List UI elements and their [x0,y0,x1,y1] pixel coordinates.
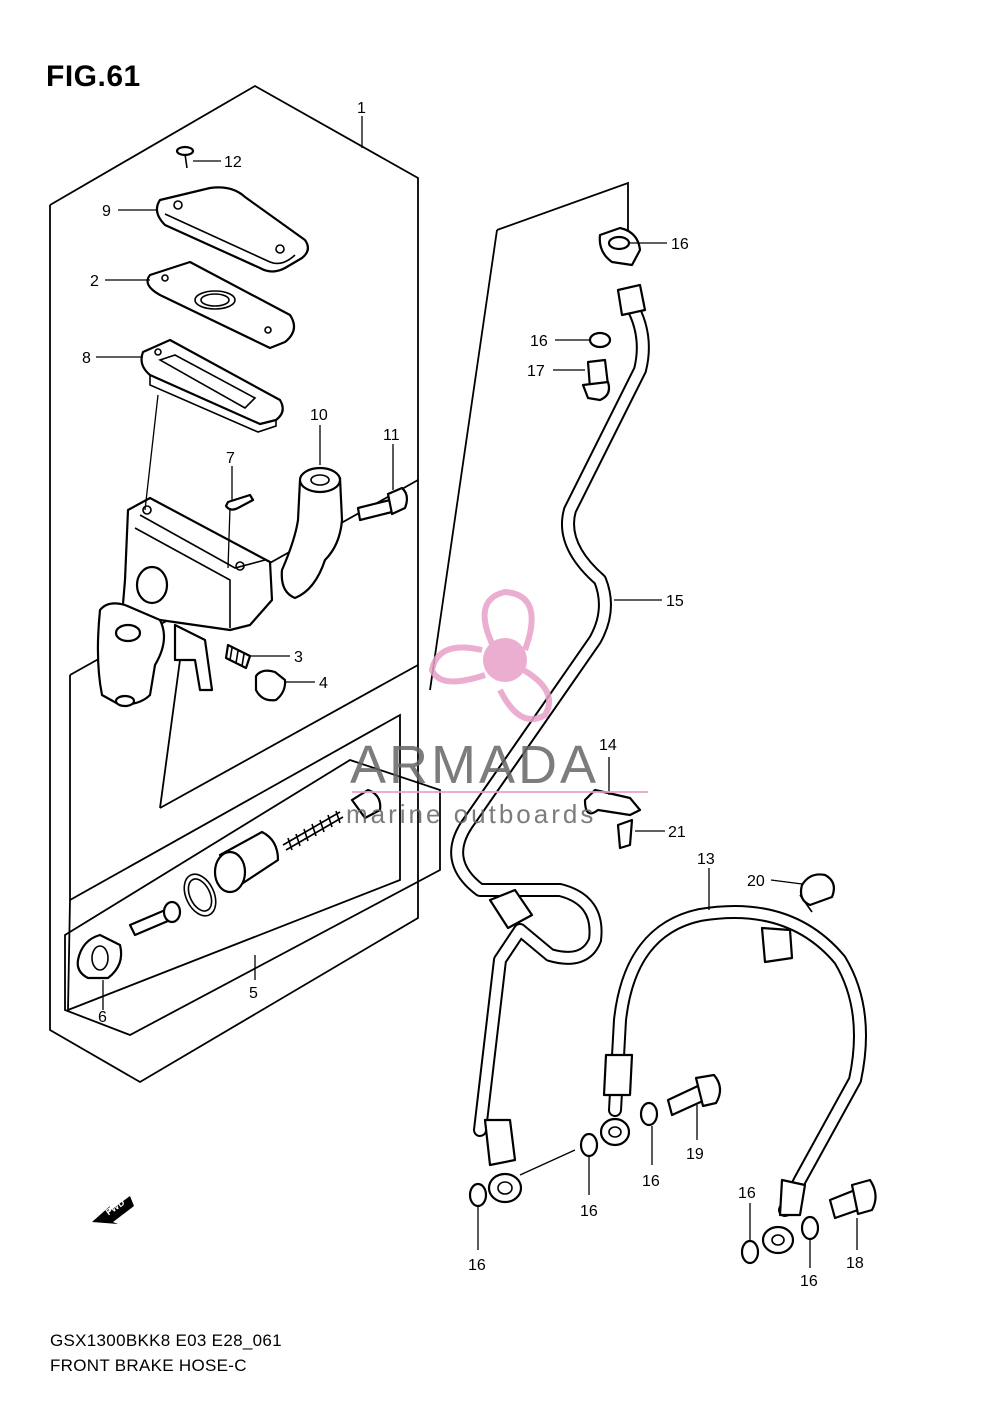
piston-kit-frame [64,713,441,1036]
callout-13: 13 [697,851,715,868]
callout-6: 6 [98,1009,107,1026]
hose-ferrule-13 [602,926,794,1097]
arrow-left-icon [92,1196,134,1224]
callout-9: 9 [102,203,111,220]
callout-17: 17 [527,363,545,380]
callout-1: 1 [357,100,366,117]
figure-caption: FRONT BRAKE HOSE-C [50,1356,247,1375]
armada-watermark: ARMADA marine outboards [346,588,648,829]
callout-3: 3 [294,649,303,666]
union-bolt-18 [828,1178,877,1220]
hose-assembly-frame [429,181,629,691]
callout-16-second: 16 [530,333,548,350]
callout-10: 10 [310,407,328,424]
callout-16-mid: 16 [580,1203,598,1220]
clip-7 [224,493,255,511]
push-rod [128,900,182,937]
callout-labels: 1 2 3 4 5 6 7 8 9 10 11 12 13 14 15 16 1… [82,100,864,1290]
piston [213,830,280,894]
callout-14: 14 [599,737,617,754]
callout-18: 18 [846,1255,864,1272]
spring [282,810,344,851]
hose-union-10 [280,466,344,600]
hose-clamp [488,888,534,930]
brake-hose-13 [608,905,867,1217]
callout-5: 5 [249,985,258,1002]
callout-8: 8 [82,350,91,367]
union-bolt-17 [581,358,611,402]
diaphragm-8 [140,338,284,433]
callout-4: 4 [319,675,328,692]
brake-hose-15 [450,288,650,1137]
callout-21: 21 [668,824,686,841]
clamp-20 [799,873,835,913]
cap-screw-piston [350,788,382,820]
propeller-hub [483,638,527,682]
callout-16-right-upper: 16 [738,1185,756,1202]
figure-title: FIG.61 [46,60,141,93]
callout-16-left: 16 [468,1257,486,1274]
callout-2: 2 [90,273,99,290]
callout-19: 19 [686,1146,704,1163]
callout-16-right-lower: 16 [800,1273,818,1290]
fwd-direction-marker: FWD [92,1196,134,1224]
diaphragm-plate-2 [146,260,296,350]
washers-16 [468,235,820,1265]
propeller-logo [428,588,552,722]
callout-15: 15 [666,593,684,610]
bleeder-cap-4 [254,669,287,702]
bolt-11 [356,486,409,522]
bleeder-valve-3 [224,643,252,670]
watermark-brand: ARMADA [350,735,599,795]
snap-ring [183,873,217,917]
callout-12: 12 [224,154,242,171]
union-bolt-19 [666,1073,722,1117]
bolt-21 [616,818,634,850]
callout-11: 11 [383,427,400,444]
leader-lines [96,116,858,1268]
callout-7: 7 [226,450,235,467]
screw-12 [175,145,195,169]
dust-boot-6 [76,933,123,980]
callout-16-upper: 16 [671,236,689,253]
banjo-fitting-right [761,1178,807,1255]
callout-16-mid-right: 16 [642,1173,660,1190]
banjo-fitting-left [483,1118,523,1204]
bracket-14 [583,788,642,817]
model-code: GSX1300BKK8 E03 E28_061 [50,1331,282,1350]
banjo-fitting-mid [599,1117,631,1147]
master-cylinder-body [96,496,274,708]
callout-20: 20 [747,873,765,890]
reservoir-cap-9 [155,186,309,273]
watermark-tagline: marine outboards [346,799,596,829]
